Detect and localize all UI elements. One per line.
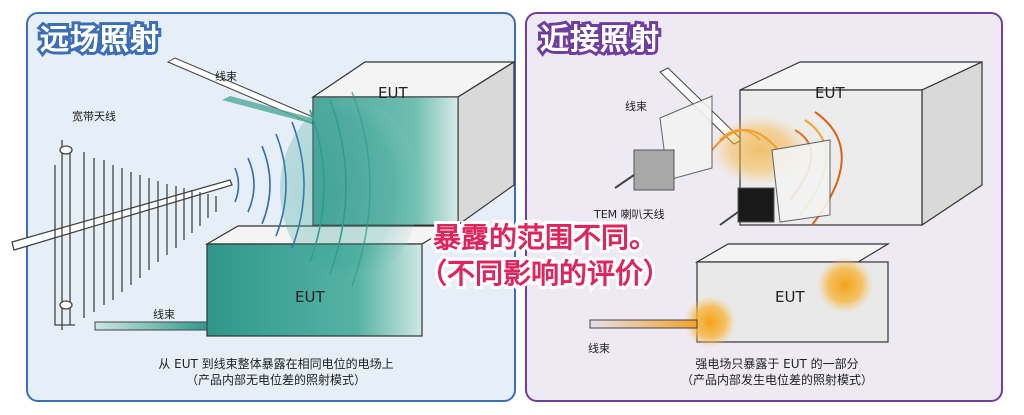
tem-horn-antenna-label: TEM 喇叭天线 [594,208,665,221]
near-field-caption-line1: 强电场只暴露于 EUT 的一部分 [695,357,859,371]
far-field-caption-line1: 从 EUT 到线束整体暴露在相同电位的电场上 [158,357,394,371]
center-message-line1: 暴露的范围不同。 [430,218,660,257]
near-field-caption: 强电场只暴露于 EUT 的一部分 （产品内部发生电位差的照射模式） [627,356,927,388]
tem-horn-antenna-1 [614,95,713,191]
eut-label-top-left: EUT [378,84,408,102]
eut-label-bottom-left: EUT [295,288,325,306]
near-field-title: 近接照射 [540,22,661,56]
eut-box-bottom-right [684,243,891,348]
eut-label-bottom-right: EUT [775,288,805,306]
tem-horn-antenna-2 [719,139,831,226]
far-field-title-outline: 远场照射 [37,19,162,59]
cable-label-bottom-left: 线束 [153,308,175,321]
cable-bottom-left [94,321,208,331]
eut-box-top-right [739,61,983,227]
far-field-caption-line2: （产品内部无电位差的照射模式） [185,373,366,387]
cable-bottom-right [589,319,698,329]
broadband-antenna-label: 宽带天线 [72,110,116,123]
eut-label-top-right: EUT [815,84,845,102]
cable-label-top-right: 线束 [625,100,647,113]
center-message-line2: （不同影响的评价） [416,254,674,293]
broadband-antenna [11,140,233,330]
far-field-title: 远场照射 [40,22,161,56]
near-field-title-outline: 近接照射 [537,19,662,59]
center-message: 暴露的范围不同。 （不同影响的评价） [395,218,695,293]
cable-label-top-left: 线束 [215,70,237,83]
near-field-caption-line2: （产品内部发生电位差的照射模式） [680,373,873,387]
cable-label-bottom-right: 线束 [588,342,610,355]
far-field-caption: 从 EUT 到线束整体暴露在相同电位的电场上 （产品内部无电位差的照射模式） [126,356,426,388]
